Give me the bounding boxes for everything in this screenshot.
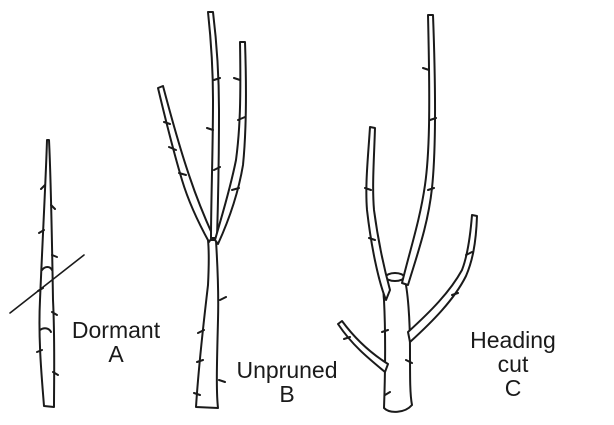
dormant-whip-drawing [10, 140, 84, 407]
caption-heading-cut-line-3: C [455, 376, 571, 400]
caption-dormant-line-2: A [60, 342, 172, 366]
caption-unpruned-line-1: Unpruned [226, 358, 348, 382]
caption-dormant-line-1: Dormant [60, 318, 172, 342]
caption-heading-cut-line-2: cut [455, 352, 571, 376]
caption-heading-cut: Heading cut C [455, 328, 571, 400]
caption-unpruned: Unpruned B [226, 358, 348, 406]
caption-unpruned-line-2: B [226, 382, 348, 406]
caption-heading-cut-line-1: Heading [455, 328, 571, 352]
caption-dormant: Dormant A [60, 318, 172, 366]
